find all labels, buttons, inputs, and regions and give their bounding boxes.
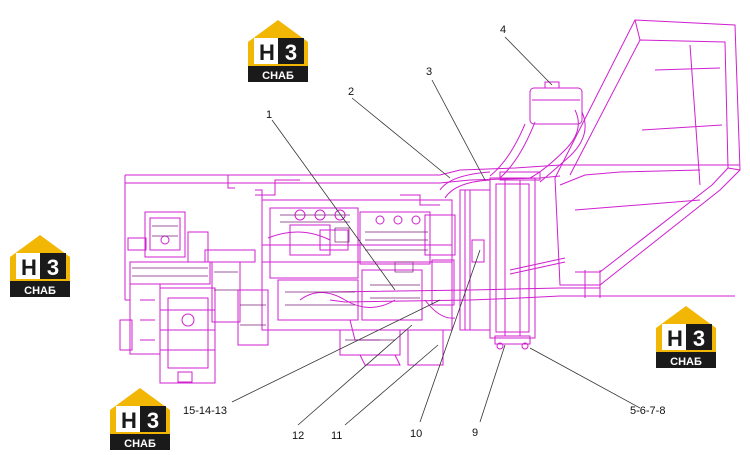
callout-11: 11 [331,430,342,442]
callout-5-6-7-8: 5-6-7-8 [630,405,665,417]
engine-detail-hatch [280,214,428,341]
watermark-caption: СНАБ [262,70,294,82]
callout-1: 1 [266,109,272,121]
chassis-frame [124,164,740,303]
callout-10: 10 [410,428,422,440]
cab-panel [554,19,741,286]
leader-lines [231,36,641,426]
watermark-caption: СНАБ [24,285,56,297]
watermark-logo: СНАБ [248,20,308,82]
callout-9: 9 [472,427,478,439]
callout-4: 4 [500,24,506,36]
callout-2: 2 [348,86,354,98]
callout-labels: 1 2 3 4 5-6-7-8 9 10 11 12 15-14-13 [183,24,665,442]
engine-block [255,179,456,366]
callout-12: 12 [292,430,304,442]
watermark-logo: СНАБ [656,306,716,368]
transmission [119,211,269,384]
radiator-assembly [439,171,566,350]
watermark-caption: СНАБ [124,438,156,450]
callout-3: 3 [426,66,432,78]
watermark-logo: СНАБ [110,388,170,450]
callout-15-14-13: 15-14-13 [183,405,227,417]
watermark-logo: СНАБ [10,235,70,297]
expansion-tank [489,81,586,183]
transmission-detail-hatch [132,225,266,326]
watermark-caption: СНАБ [670,356,702,368]
